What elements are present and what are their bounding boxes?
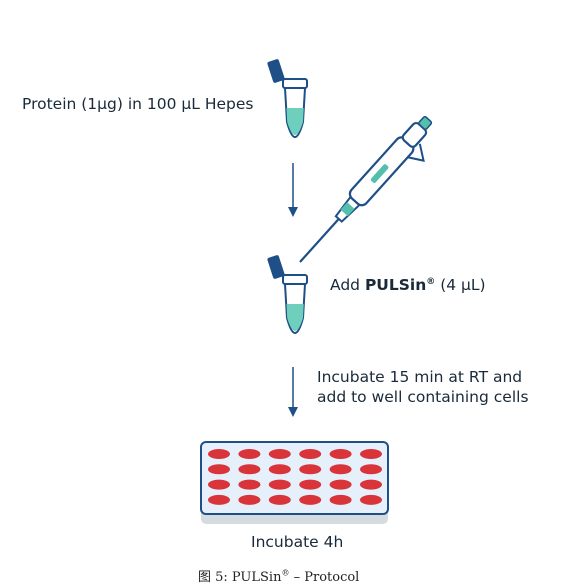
pipette-icon — [299, 116, 433, 263]
tube-icon — [267, 255, 308, 334]
well — [329, 464, 352, 475]
well — [360, 479, 382, 490]
well — [360, 464, 382, 475]
well — [299, 449, 322, 459]
well-plate-icon — [200, 441, 389, 524]
well — [268, 479, 291, 490]
arrow-down-icon — [288, 367, 298, 417]
add-pulsin-label: Add PULSin® (4 µL) — [330, 276, 486, 294]
incubate-4h-label: Incubate 4h — [251, 533, 344, 551]
caption-registered-mark: ® — [281, 568, 290, 578]
well — [299, 494, 322, 505]
well — [329, 449, 352, 459]
well — [268, 494, 291, 505]
well — [238, 494, 261, 505]
well — [299, 464, 322, 475]
protein-label: Protein (1µg) in 100 µL Hepes — [22, 95, 254, 113]
well — [208, 494, 230, 505]
registered-mark: ® — [426, 276, 436, 287]
incubate-line-2: add to well containing cells — [317, 388, 529, 406]
well — [360, 494, 382, 505]
well — [208, 449, 230, 459]
well — [299, 479, 322, 490]
add-suffix: (4 µL) — [435, 276, 486, 294]
well — [238, 449, 261, 459]
caption-prefix: 图 5: PULSin — [198, 570, 282, 585]
pulsin-brand-name: PULSin — [364, 276, 427, 294]
well — [329, 479, 352, 490]
pulsin-brand: PULSin® — [365, 276, 435, 294]
add-prefix: Add — [330, 276, 365, 294]
well — [208, 464, 230, 475]
well — [360, 449, 382, 459]
well — [238, 464, 261, 475]
caption-suffix: – Protocol — [289, 570, 360, 585]
tube-icon — [267, 59, 308, 138]
well — [208, 479, 230, 490]
well — [238, 479, 261, 490]
well — [268, 449, 291, 459]
incubate-line-1: Incubate 15 min at RT and — [317, 368, 523, 386]
well — [329, 494, 352, 505]
arrow-down-icon — [288, 163, 298, 217]
well — [268, 464, 291, 475]
figure-caption: 图 5: PULSin® – Protocol — [198, 566, 359, 585]
